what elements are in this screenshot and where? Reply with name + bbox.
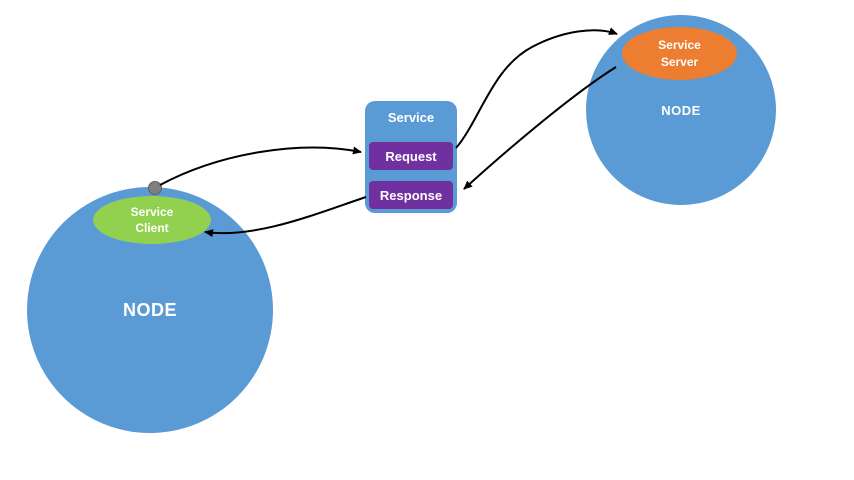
- service-server-label-line1: Service: [658, 38, 701, 53]
- service-client-ellipse: Service Client: [93, 196, 211, 244]
- response-label: Response: [379, 187, 443, 203]
- service-client-label-line1: Service: [130, 204, 174, 219]
- right-node-label: NODE: [661, 102, 701, 118]
- request-box: Request: [369, 142, 453, 170]
- service-client-label-line2: Client: [135, 221, 169, 235]
- request-label: Request: [385, 148, 437, 164]
- service-title: Service: [387, 110, 435, 125]
- left-node-label: NODE: [122, 299, 177, 320]
- service-server-label-line2: Server: [660, 54, 699, 69]
- service-server-ellipse: Service Server: [622, 27, 737, 80]
- response-box: Response: [369, 181, 453, 209]
- service-container: Service Request Response: [365, 101, 457, 213]
- arrow-client-to-request: [159, 146, 362, 186]
- connector-dot: [148, 181, 162, 195]
